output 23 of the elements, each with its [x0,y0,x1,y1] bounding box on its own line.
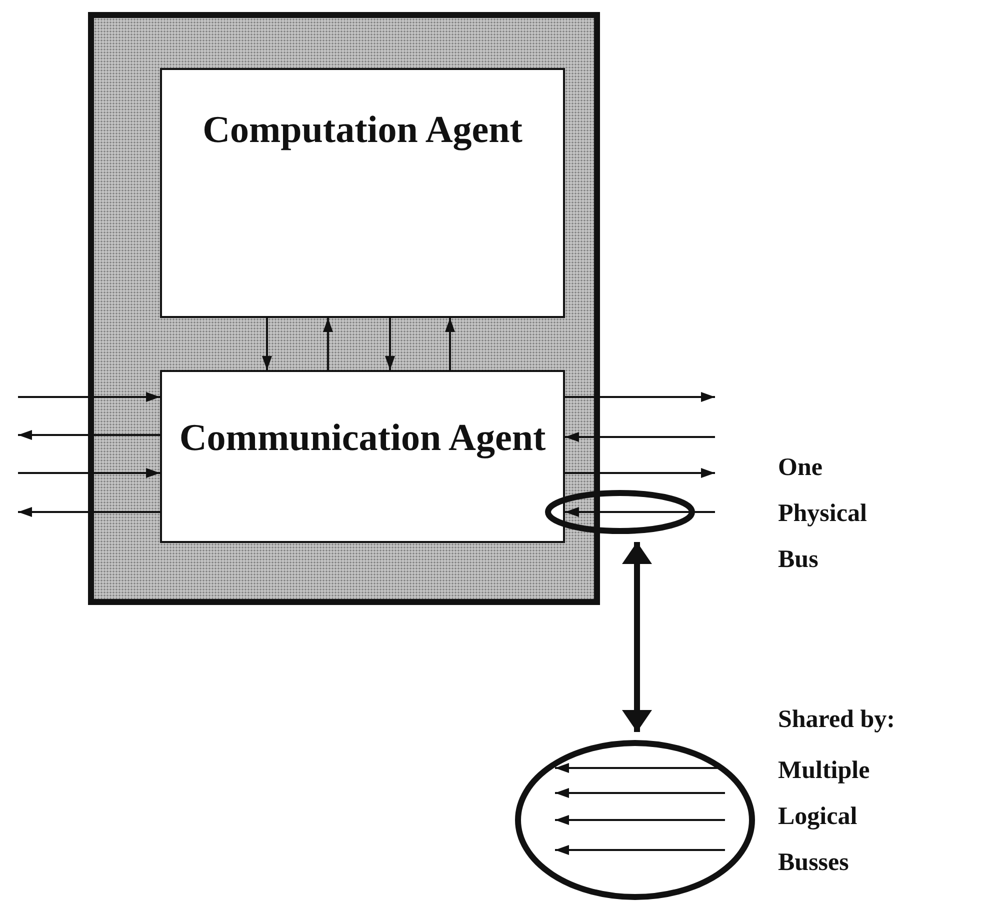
arrow [18,430,160,440]
note-text: Shared by: [778,705,896,735]
agent-box [160,370,565,543]
box-title: Computation Agent [202,112,524,148]
arrow [262,318,272,370]
bus-caption: Multiple Logical Busses [778,756,871,878]
bus-ellipse [515,740,755,900]
arrow [622,542,652,732]
arrow [385,318,395,370]
arrow [18,392,160,402]
bus-ellipse [545,490,695,534]
arrow [18,468,160,478]
arrow [565,432,715,442]
box-title: Communication Agent [178,420,547,456]
arrow [565,468,715,478]
bus-caption: One Physical Bus [778,453,868,575]
arrow [323,318,333,370]
arrow [445,318,455,370]
shaded-box [88,12,600,605]
arrow [565,507,715,517]
agent-box [160,68,565,318]
arrow [18,507,160,517]
arrow [565,392,715,402]
